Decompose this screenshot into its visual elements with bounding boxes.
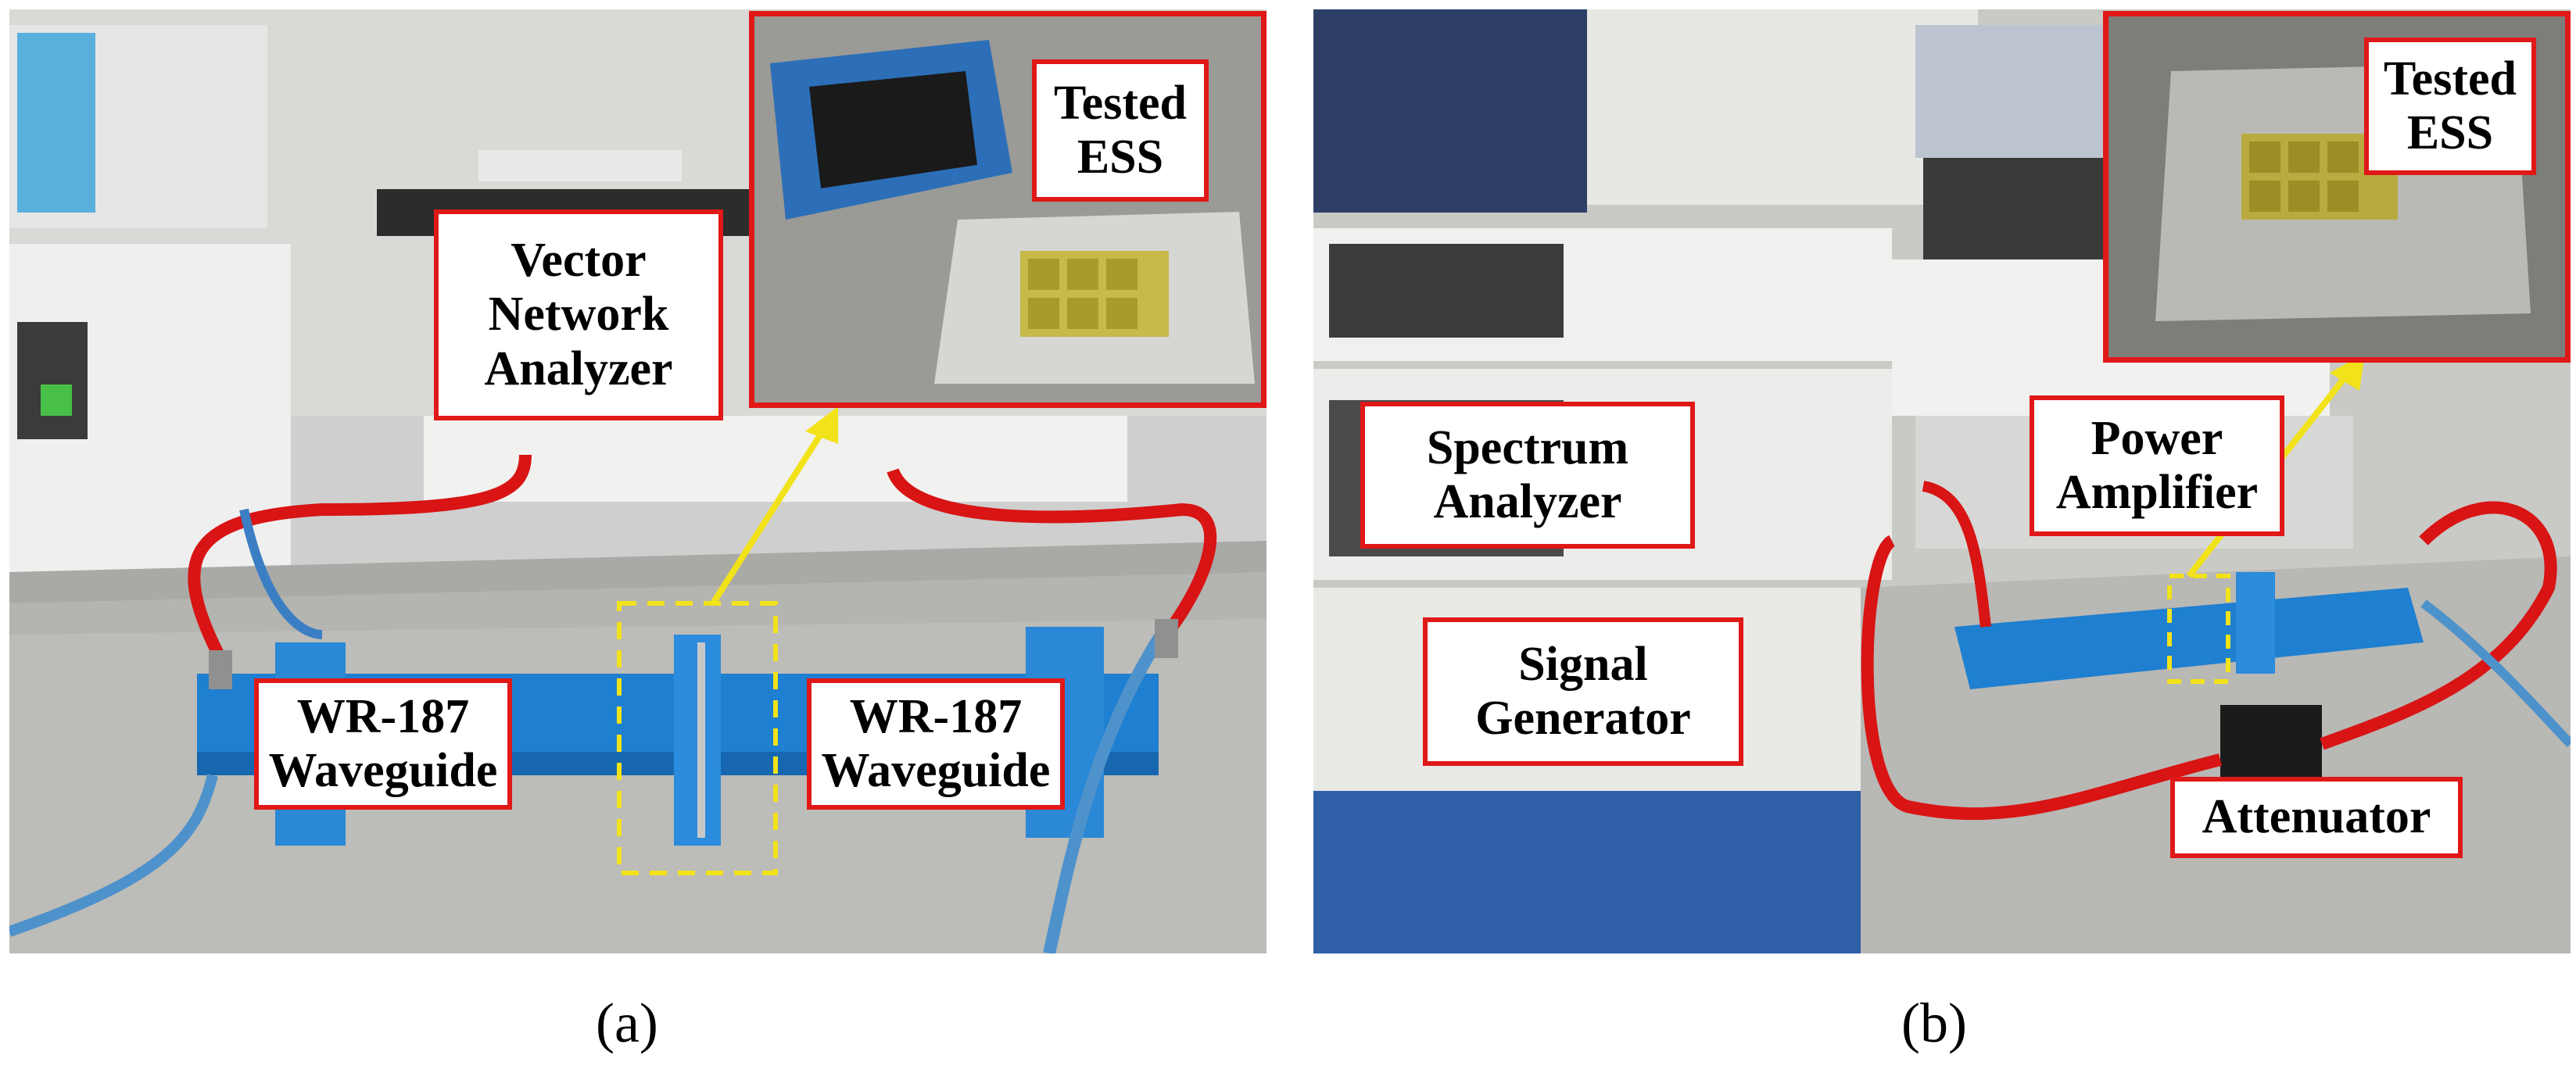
label-spectrum-analyzer: Spectrum Analyzer [1360,402,1695,549]
label-signal-generator: Signal Generator [1423,617,1743,766]
label-waveguide-left: WR-187 Waveguide [254,678,512,810]
inset-photo-ess-b [2103,11,2571,363]
label-attenuator: Attenuator [2170,777,2463,858]
caption-b: (b) [1901,992,1967,1054]
label-vector-network-analyzer: Vector Network Analyzer [434,209,723,420]
caption-a: (a) [596,992,658,1054]
inset-photo-ess-a [749,11,1267,408]
label-waveguide-right: WR-187 Waveguide [807,678,1065,810]
label-tested-ess-a: Tested ESS [1032,59,1209,202]
label-tested-ess-b: Tested ESS [2364,38,2536,175]
label-power-amplifier: Power Amplifier [2030,395,2284,536]
